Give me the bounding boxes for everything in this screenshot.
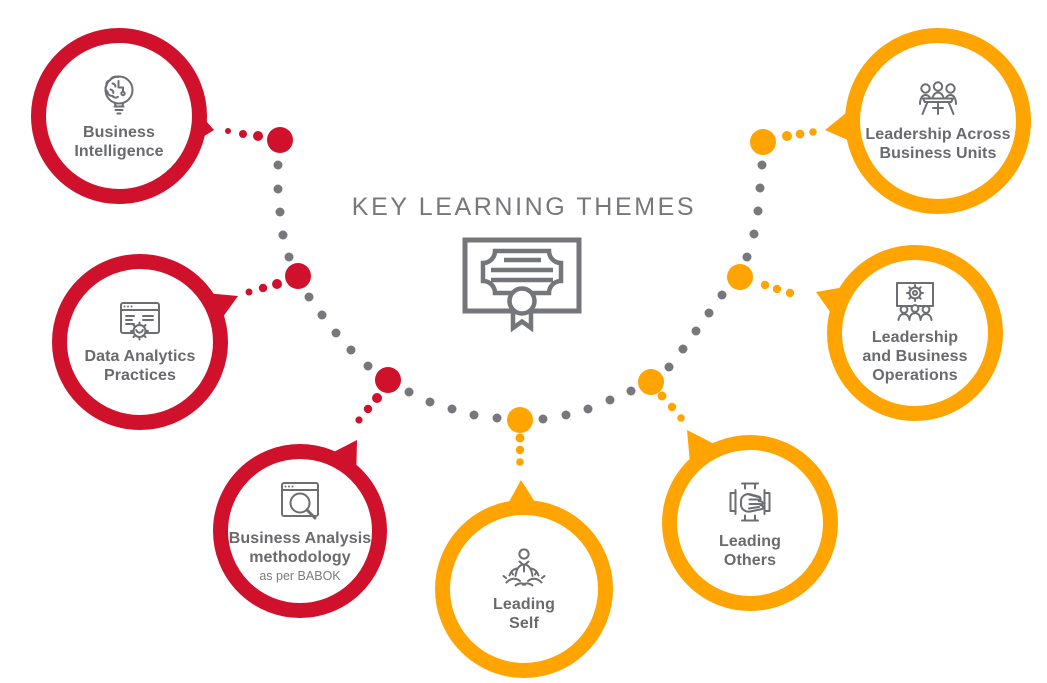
theme-label: Leadership and Business Operations xyxy=(862,329,968,384)
theme-label: Business Intelligence xyxy=(74,123,164,160)
theme-label: Leading Self xyxy=(492,595,556,632)
window-magnifier-icon xyxy=(272,479,328,527)
theme-circle-business-intelligence: Business Intelligence xyxy=(31,28,207,204)
meeting-table-icon xyxy=(910,79,966,123)
certificate-icon xyxy=(461,237,583,335)
person-rising-icon xyxy=(496,545,552,593)
brain-lightbulb-icon xyxy=(91,71,147,121)
theme-circle-leading-self: Leading Self xyxy=(435,500,613,678)
theme-circle-leadership-across-business-units: Leadership Across Business Units xyxy=(845,28,1031,214)
theme-circle-leading-others: Leading Others xyxy=(662,435,838,611)
theme-circle-leadership-and-business-operations: Leadership and Business Operations xyxy=(827,245,1003,421)
theme-circle-business-analysis-methodology: Business Analysis methodology as per BAB… xyxy=(213,444,387,618)
theme-sublabel: as per BABOK xyxy=(259,569,341,584)
theme-label: Leadership Across Business Units xyxy=(865,125,1011,162)
theme-label: Data Analytics Practices xyxy=(84,347,196,384)
theme-label: Leading Others xyxy=(718,532,782,569)
presentation-audience-icon xyxy=(887,280,943,326)
page-title: KEY LEARNING THEMES xyxy=(351,193,697,221)
theme-label: Business Analysis methodology xyxy=(228,529,372,566)
theme-circle-data-analytics-practices: Data Analytics Practices xyxy=(52,254,228,430)
analytics-window-gear-icon xyxy=(112,299,168,345)
hands-together-icon xyxy=(722,476,778,530)
